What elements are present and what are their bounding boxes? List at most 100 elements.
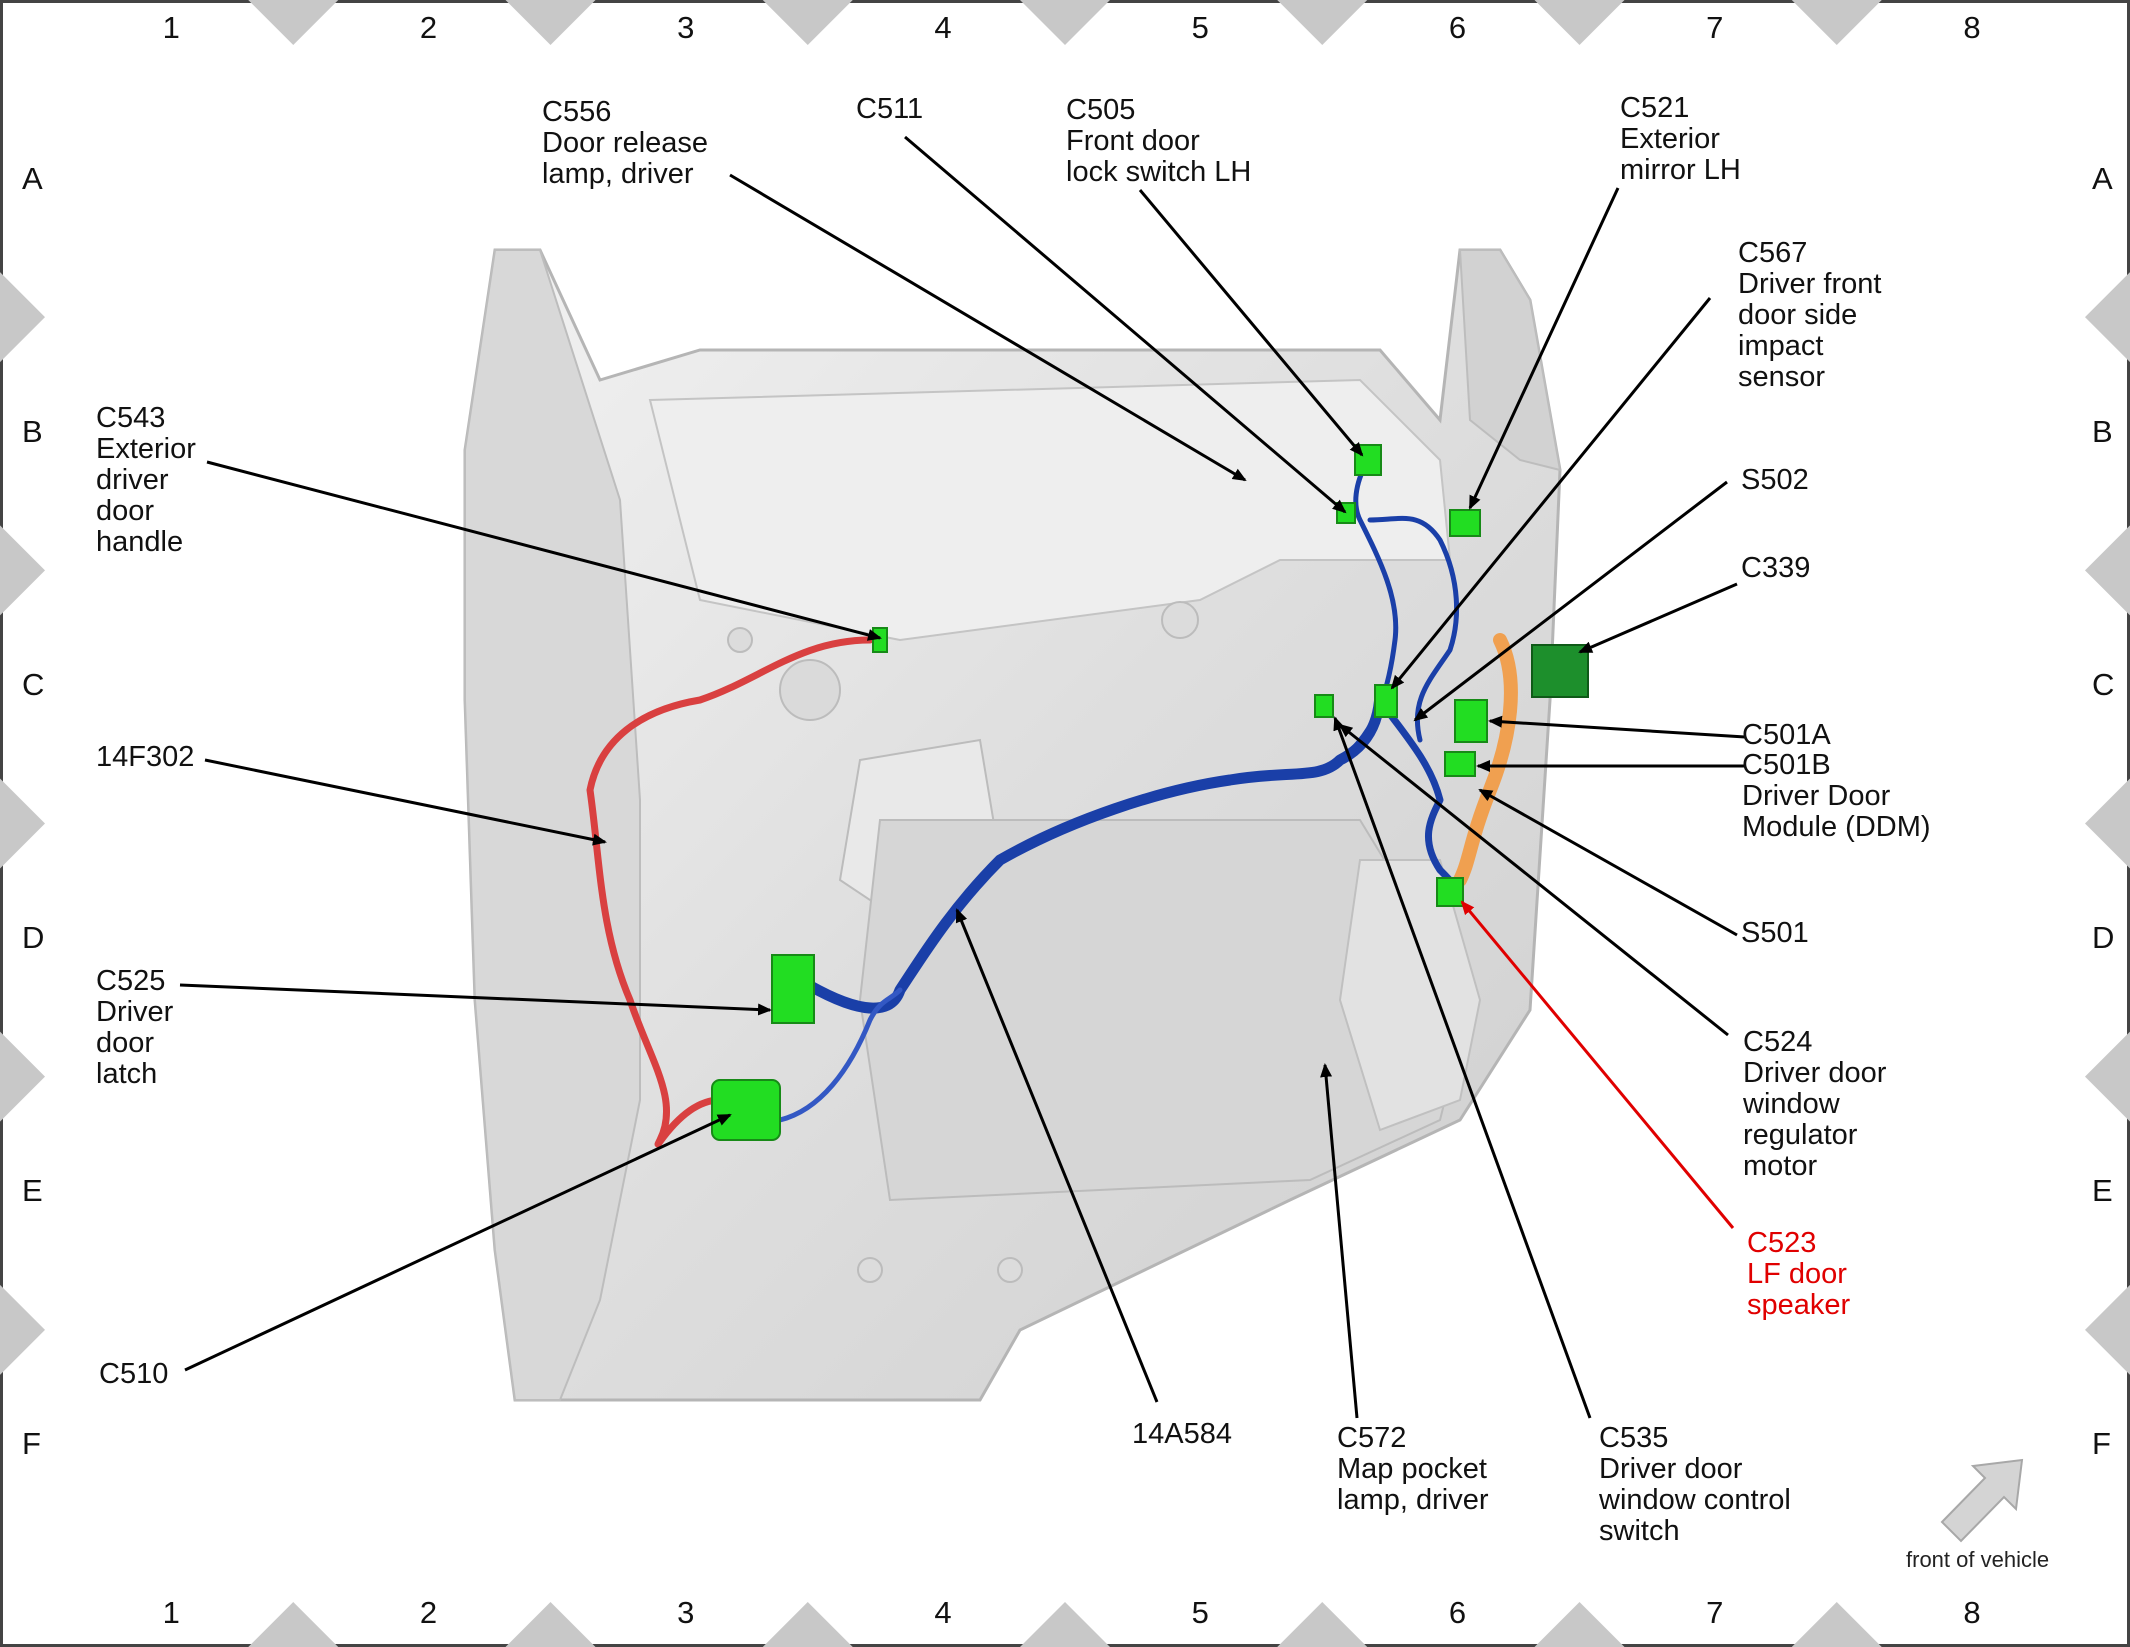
callout-desc-line: Driver Door xyxy=(1742,780,1891,812)
connector-c505 xyxy=(1354,444,1382,476)
grid-row-label-left: F xyxy=(22,1426,41,1462)
leader-c510 xyxy=(184,1113,732,1372)
grid-divider-bottom-marker xyxy=(762,1602,853,1647)
harness-14f302 xyxy=(586,636,874,1148)
callout-c543: C543 Exterior driver door handle xyxy=(96,403,196,558)
door-panel-illustration xyxy=(463,248,1562,1402)
callout-desc-line: sensor xyxy=(1738,361,1826,393)
callout-desc-line: impact xyxy=(1738,330,1824,362)
grid-row-label-right: B xyxy=(2092,413,2113,449)
callout-desc-line: Driver xyxy=(96,996,174,1028)
door-upper-recess xyxy=(648,378,1452,642)
door-mount-hole xyxy=(727,627,753,653)
leader-c543 xyxy=(206,460,882,641)
grid-column-label-bottom: 7 xyxy=(1706,1595,1724,1630)
callout-desc-line: speaker xyxy=(1747,1289,1851,1321)
callout-desc-line: Driver door xyxy=(1743,1057,1887,1089)
grid-row-label-right: C xyxy=(2092,666,2115,702)
grid-column-label-bottom: 1 xyxy=(162,1595,180,1630)
leader-c524 xyxy=(1338,723,1729,1037)
grid-row-label-right: F xyxy=(2092,1426,2111,1462)
grid-divider-bottom-marker xyxy=(1277,1602,1368,1647)
callout-c505: C505 Front door lock switch LH xyxy=(1066,95,1251,188)
grid-column-label-top: 4 xyxy=(934,10,952,45)
callout-c524: C524 Driver door window regulator motor xyxy=(1743,1027,1886,1182)
grid-row-label-right: E xyxy=(2092,1173,2113,1209)
callout-c501b: C501B Driver Door Module (DDM) xyxy=(1742,750,1931,843)
front-of-vehicle-label: front of vehicle xyxy=(1906,1547,2050,1572)
grid-divider-right-marker xyxy=(2085,778,2130,869)
callout-desc-line: Front door xyxy=(1066,125,1200,157)
harness-orange-section xyxy=(1453,633,1518,887)
connector-c510 xyxy=(711,1079,781,1141)
door-mount-hole xyxy=(857,1257,883,1283)
callout-desc-line: door xyxy=(96,1027,155,1059)
door-speaker-pocket xyxy=(779,659,841,721)
callout-desc-line: switch xyxy=(1599,1515,1680,1547)
callout-code: S502 xyxy=(1741,464,1809,496)
grid-column-label-bottom: 4 xyxy=(934,1595,952,1630)
connector-c501b xyxy=(1444,751,1476,777)
callout-c523: C523 LF door speaker xyxy=(1747,1228,1850,1321)
grid-column-label-top: 5 xyxy=(1191,10,1209,45)
callout-desc-line: handle xyxy=(96,526,184,558)
grid-column-label-bottom: 8 xyxy=(1963,1595,1981,1630)
callout-desc-line: Exterior xyxy=(1620,123,1720,155)
connector-c521 xyxy=(1449,509,1481,537)
map-pocket-outline xyxy=(1338,859,1482,1132)
grid-row-label-right: A xyxy=(2092,160,2113,196)
callout-desc-line: latch xyxy=(96,1058,158,1090)
grid-column-label-top: 2 xyxy=(419,10,438,45)
callout-desc-line: regulator xyxy=(1743,1119,1858,1151)
callout-c556: C556 Door release lamp, driver xyxy=(542,97,708,190)
callout-desc-line: motor xyxy=(1743,1150,1818,1182)
callout-code: C501B xyxy=(1742,749,1831,781)
leader-c501a xyxy=(1488,715,1746,739)
callout-desc-line: Exterior xyxy=(96,433,196,465)
callout-c339: C339 xyxy=(1741,553,1810,584)
leader-c567 xyxy=(1390,297,1712,690)
grid-column-label-bottom: 6 xyxy=(1448,1595,1467,1630)
grid-column-label-top: 3 xyxy=(677,10,695,45)
leader-c572 xyxy=(1320,1063,1359,1419)
connector-c339 xyxy=(1531,644,1589,698)
callout-code: C535 xyxy=(1599,1422,1669,1454)
grid-divider-bottom-marker xyxy=(248,1602,339,1647)
leader-c535 xyxy=(1333,716,1592,1419)
callout-code: C524 xyxy=(1743,1026,1813,1058)
callout-desc-line: window xyxy=(1743,1088,1840,1120)
leader-14a584 xyxy=(955,908,1159,1403)
grid-column-label-bottom: 3 xyxy=(677,1595,695,1630)
callout-desc-line: window control xyxy=(1599,1484,1791,1516)
leader-c505 xyxy=(1138,189,1364,457)
grid-divider-right-marker xyxy=(2085,1284,2130,1375)
grid-divider-left-marker xyxy=(0,525,45,616)
callout-s502: S502 xyxy=(1741,465,1809,496)
leader-c523 xyxy=(1460,900,1735,1229)
callout-c572: C572 Map pocket lamp, driver xyxy=(1337,1423,1489,1516)
door-mount-hole xyxy=(997,1257,1023,1283)
leader-14f302 xyxy=(204,758,607,846)
grid-column-label-top: 7 xyxy=(1706,10,1724,45)
callout-c521: C521 Exterior mirror LH xyxy=(1620,93,1741,186)
callout-code: C510 xyxy=(99,1358,169,1390)
leader-c556 xyxy=(729,173,1247,482)
connector-c523 xyxy=(1436,877,1464,907)
callout-desc-line: Driver door xyxy=(1599,1453,1743,1485)
leader-c525 xyxy=(179,983,772,1016)
leader-s501 xyxy=(1478,788,1738,937)
grid-row-label-left: A xyxy=(22,160,43,196)
grid-divider-right-marker xyxy=(2085,272,2130,363)
grid-column-label-bottom: 2 xyxy=(419,1595,438,1630)
connector-c525 xyxy=(771,954,815,1024)
grid-divider-top-marker xyxy=(505,0,596,45)
callout-code: C543 xyxy=(96,402,166,434)
callout-desc-line: LF door xyxy=(1747,1258,1847,1290)
callout-c510: C510 xyxy=(99,1359,168,1390)
wire-harnesses xyxy=(586,457,1518,1148)
leader-c511 xyxy=(904,135,1347,514)
grid-divider-bottom-marker xyxy=(1534,1602,1625,1647)
callout-code: 14F302 xyxy=(96,741,195,773)
callout-code: C339 xyxy=(1741,552,1811,584)
callout-desc-line: Map pocket xyxy=(1337,1453,1487,1485)
